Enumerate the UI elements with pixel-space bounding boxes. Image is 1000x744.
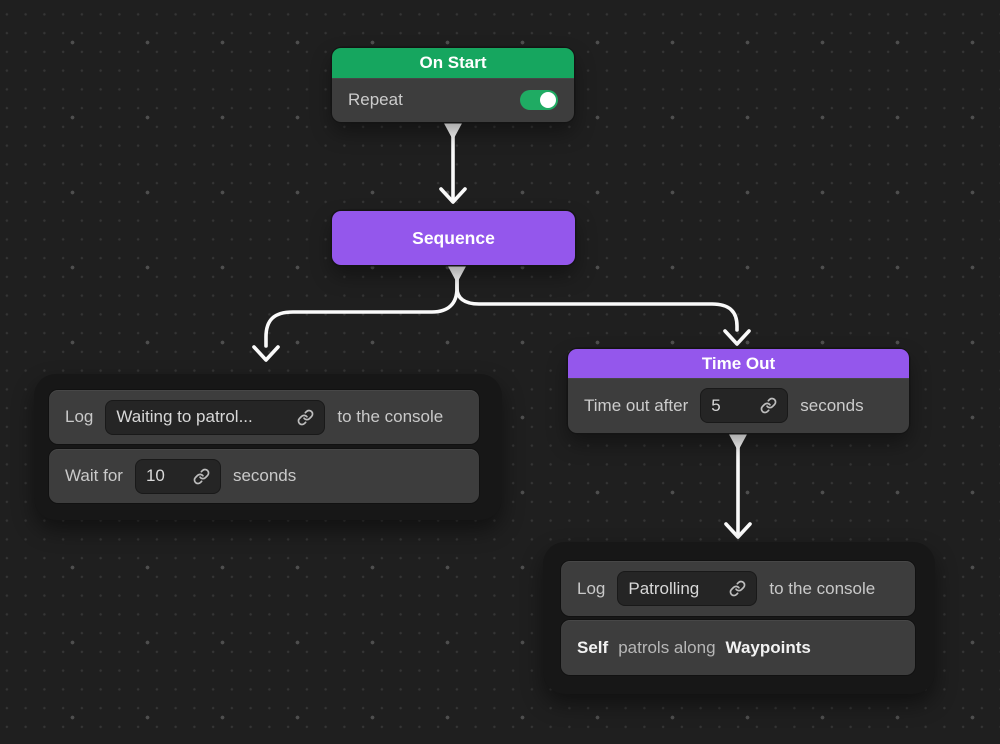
arrowhead-icon: [724, 522, 752, 539]
log-suffix-label: to the console: [769, 578, 876, 598]
link-icon[interactable]: [297, 409, 314, 426]
timeout-duration-value: 5: [711, 395, 721, 415]
log-prefix-label: Log: [577, 578, 606, 598]
arrowhead-icon: [252, 345, 280, 362]
link-icon[interactable]: [760, 397, 777, 414]
arrowhead-icon: [723, 329, 751, 346]
group-patrol[interactable]: Log Patrolling to the console Self patro…: [543, 542, 935, 694]
action-verb-label: patrols along: [618, 637, 716, 657]
node-title: Sequence: [412, 227, 495, 248]
connection-onstart-to-sequence[interactable]: [439, 121, 467, 204]
timeout-suffix-label: seconds: [800, 395, 864, 415]
group-patrol-wait[interactable]: Log Waiting to patrol... to the console …: [34, 374, 502, 520]
wait-prefix-label: Wait for: [65, 466, 123, 485]
patrol-message-input[interactable]: Patrolling: [617, 571, 758, 606]
wait-duration-value: 10: [145, 466, 165, 485]
log-prefix-label: Log: [65, 407, 94, 426]
log-message-input[interactable]: Waiting to patrol...: [105, 399, 326, 435]
link-icon[interactable]: [193, 468, 210, 485]
connection-timeout-to-patrol-group[interactable]: [724, 432, 752, 539]
timeout-prefix-label: Time out after: [584, 395, 689, 415]
link-icon[interactable]: [729, 580, 746, 597]
node-on-start[interactable]: On Start Repeat: [332, 48, 574, 122]
patrol-action-row[interactable]: Self patrols along Waypoints: [561, 620, 915, 675]
log-waiting-row[interactable]: Log Waiting to patrol... to the console: [49, 390, 479, 444]
node-time-out-header: Time Out: [568, 349, 909, 378]
timeout-duration-input[interactable]: 5: [700, 388, 789, 423]
node-time-out[interactable]: Time Out Time out after 5 seconds: [568, 349, 909, 433]
wait-suffix-label: seconds: [232, 466, 297, 485]
log-message-value: Waiting to patrol...: [116, 407, 253, 426]
connection-sequence-to-patrol-wait-group[interactable]: [252, 264, 467, 362]
connection-sequence-to-timeout[interactable]: [455, 275, 751, 346]
repeat-toggle[interactable]: [520, 90, 558, 110]
node-title: On Start: [419, 53, 487, 72]
arrowhead-icon: [439, 187, 467, 204]
action-subject-label: Self: [577, 637, 609, 657]
log-patrolling-row[interactable]: Log Patrolling to the console: [561, 561, 915, 616]
log-suffix-label: to the console: [337, 407, 444, 426]
action-object-label: Waypoints: [725, 637, 811, 657]
node-title: Time Out: [701, 353, 776, 373]
patrol-message-value: Patrolling: [628, 578, 700, 598]
wait-row[interactable]: Wait for 10 seconds: [49, 449, 479, 503]
node-sequence[interactable]: Sequence: [332, 211, 575, 265]
repeat-label: Repeat: [348, 90, 403, 109]
node-on-start-header: On Start: [332, 48, 574, 78]
toggle-knob: [540, 92, 556, 108]
wait-duration-input[interactable]: 10: [134, 458, 221, 494]
